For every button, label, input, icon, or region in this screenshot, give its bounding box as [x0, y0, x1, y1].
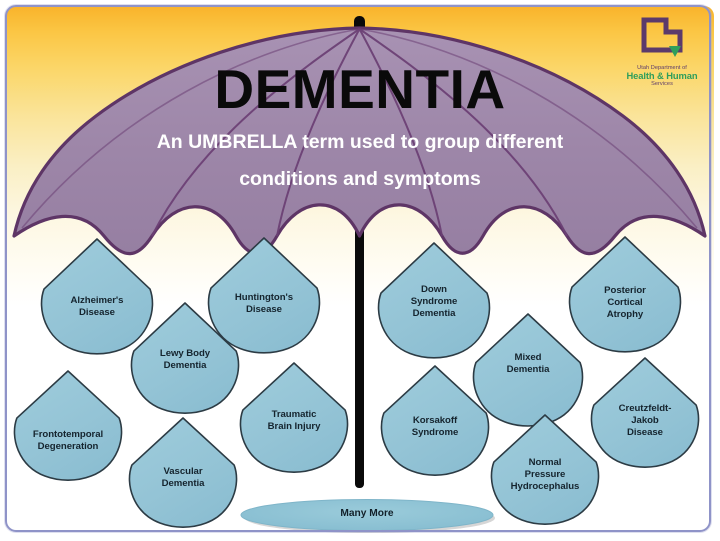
agency-logo: Utah Department of Health & Human Servic…	[613, 16, 711, 106]
raindrop-normal-pressure-hydrocephalus	[490, 414, 600, 525]
raindrop-down-syndrome-dementia	[377, 242, 491, 359]
raindrop-mixed-dementia	[472, 313, 584, 427]
raindrop-korsakoff-syndrome	[380, 365, 490, 476]
raindrop-posterior-cortical-atrophy	[568, 236, 682, 353]
logo-line-1: Utah Department of	[637, 65, 687, 71]
puddle	[240, 499, 495, 533]
raindrop-alzheimers-disease	[40, 238, 154, 355]
logo-line-3: Services	[651, 80, 673, 87]
logo-line-2: Health & Human	[626, 70, 698, 81]
raindrop-traumatic-brain-injury	[239, 362, 349, 473]
raindrop-lewy-body-dementia	[130, 302, 240, 414]
utah-state-outline-icon	[641, 17, 683, 57]
raindrops-group	[13, 236, 700, 528]
raindrop-creutzfeldt-jakob-disease	[590, 357, 700, 468]
raindrop-vascular-dementia	[128, 417, 238, 528]
raindrop-huntingtons-disease	[207, 237, 321, 354]
umbrella-ribs	[151, 28, 568, 237]
raindrop-frontotemporal-degeneration	[13, 370, 123, 481]
umbrella-canopy	[12, 26, 707, 256]
